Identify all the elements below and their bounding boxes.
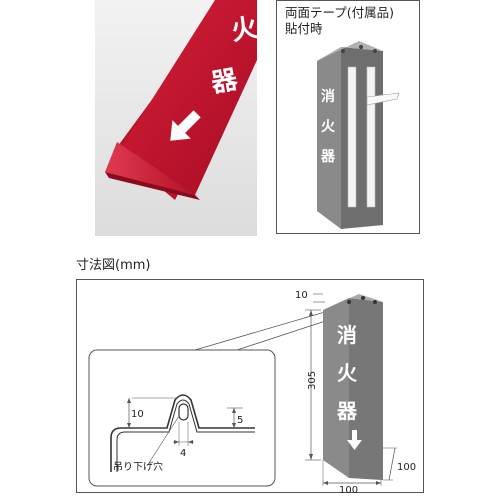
sign-right-face [341,47,383,229]
peeling-tape [366,92,400,106]
dim-sign-top-cap [323,294,383,310]
tape-attachment-panel: 両面テープ(付属品) 貼付時 消 火 器 [276,0,420,234]
sign-front-face [105,0,257,195]
product-photo: 火 器 [95,0,257,236]
sign-profile-line [110,394,255,472]
sign-end-cap [105,142,195,195]
red-sign-illustration: 火 器 [95,0,257,236]
sign-left-face [317,47,341,229]
dim-depth-label: 100 [397,462,416,473]
tape-strip-left [347,66,357,208]
tape-sign-char-0: 消 [321,88,335,105]
tape-panel-title: 両面テープ(付属品) 貼付時 [285,5,394,37]
dim-sign-char-0: 消 [337,323,357,347]
dim-sign-char-2: 器 [336,399,358,423]
sign-top-cap [317,41,383,61]
tape-title-line2: 貼付時 [285,21,323,36]
dim-sign-char-1: 火 [337,361,358,385]
dim-hole-width-label: 4 [180,448,186,459]
tape-title-line1: 両面テープ(付属品) [285,5,395,20]
tape-sign-char-2: 器 [320,149,336,165]
dimensions-panel: 10 5 4 吊り下げ穴 消 火 器 10 [76,279,424,494]
dimensions-heading: 寸法図(mm) [76,258,151,273]
dim-height-label: 305 [307,371,318,390]
arrow-down-icon [347,430,362,450]
tape-sign-char-1: 火 [321,119,336,135]
dim-width-label: 100 [339,485,358,494]
dim-sign-right-face [349,298,383,480]
dim-hole-height-label: 10 [131,409,144,420]
tape-sign-illustration: 消 火 器 [317,41,400,229]
dim-hole-offset-label: 5 [237,415,243,426]
hanging-hole-label: 吊り下げ穴 [113,460,163,473]
sign-char-2: 器 [208,65,241,99]
hanging-hole [178,403,189,421]
tape-strip-right [366,66,376,208]
sign-char-1: 火 [229,13,257,47]
dim-sign-left-face [323,298,349,478]
dim-top-label: 10 [295,290,308,301]
arrow-down-left-icon [170,110,201,141]
dimension-drawing: 10 5 4 吊り下げ穴 消 火 器 10 [88,290,416,494]
